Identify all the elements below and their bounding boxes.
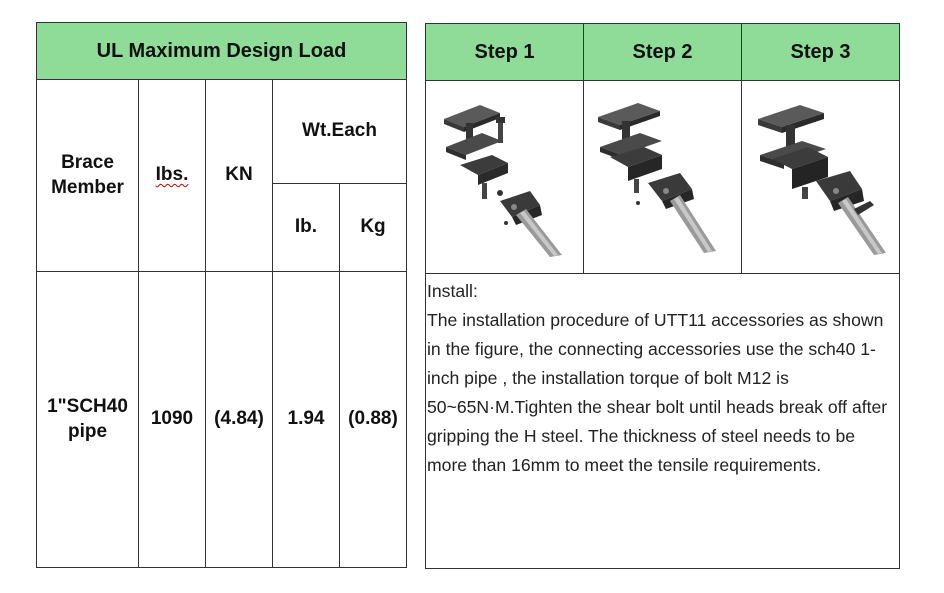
lb-value: 1.94 — [272, 271, 340, 568]
bracket-assembled-icon — [757, 105, 886, 255]
brace-member-header: Brace Member — [36, 79, 139, 272]
brace-member-value: 1"SCH40 pipe — [36, 271, 139, 568]
design-load-title: UL Maximum Design Load — [36, 22, 407, 80]
install-text: The installation procedure of UTT11 acce… — [427, 310, 888, 475]
lbs-header: Ibs. — [138, 79, 206, 272]
kn-value: (4.84) — [205, 271, 273, 568]
bracket-partial-icon — [597, 103, 716, 253]
design-load-table: UL Maximum Design Load Brace Member Ibs.… — [36, 22, 407, 568]
kg-value: (0.88) — [339, 271, 407, 568]
install-label: Install: — [427, 281, 478, 301]
wt-each-header: Wt.Each — [272, 79, 407, 184]
install-instructions: Install: The installation procedure of U… — [425, 273, 900, 569]
step-3-header: Step 3 — [741, 23, 900, 81]
lb-header: Ib. — [272, 183, 340, 272]
step-1-image-cell — [425, 80, 584, 274]
step-1-header: Step 1 — [425, 23, 584, 81]
kg-header: Kg — [339, 183, 407, 272]
kn-header: KN — [205, 79, 273, 272]
step-2-header: Step 2 — [583, 23, 742, 81]
bracket-exploded-icon — [443, 105, 562, 257]
step-3-image-cell — [741, 80, 900, 274]
brace-member-value-label: 1"SCH40 pipe — [47, 395, 128, 442]
brace-member-header-label: Brace Member — [51, 151, 124, 198]
step-2-image-cell — [583, 80, 742, 274]
lbs-value: 1090 — [138, 271, 206, 568]
install-steps-table: Step 1 Step 2 Step 3 — [425, 23, 900, 569]
lbs-header-label: Ibs. — [155, 164, 189, 186]
